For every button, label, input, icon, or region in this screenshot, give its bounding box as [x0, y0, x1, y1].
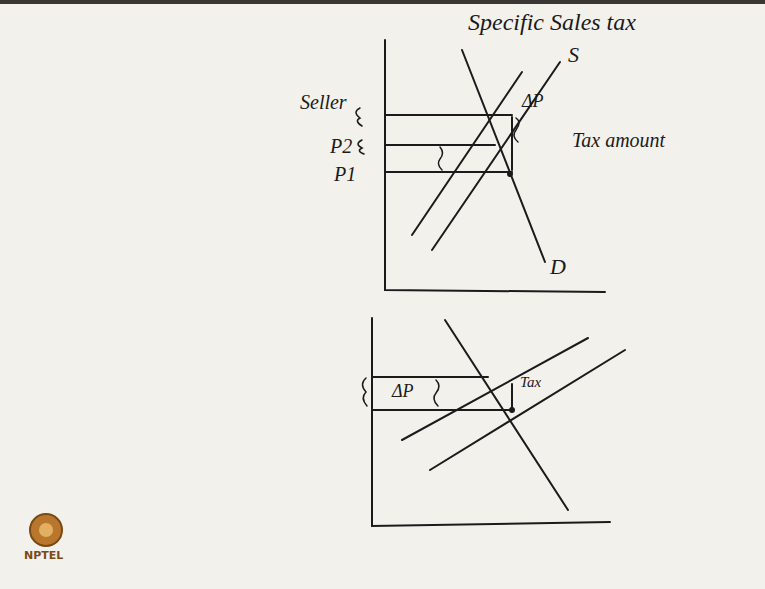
axis-label: Tax amount	[572, 130, 665, 150]
brace	[514, 118, 519, 142]
title: Specific Sales tax	[468, 10, 636, 34]
watermark: NPTEL	[24, 550, 63, 561]
tax-gap	[511, 117, 513, 170]
price-line	[372, 409, 510, 411]
equilibrium-dot	[510, 408, 514, 412]
brace	[356, 108, 362, 126]
axis-label: P1	[334, 164, 356, 184]
paper-sheet	[0, 4, 765, 589]
brace	[363, 378, 368, 406]
axis-label: Tax	[520, 375, 541, 390]
axis-label: ΔP	[392, 382, 414, 400]
demand-curve	[445, 320, 568, 510]
axis-label: ΔP	[522, 92, 544, 110]
brace	[358, 140, 364, 154]
shifted-supply-curve	[412, 72, 522, 235]
axis-label: S	[568, 44, 579, 66]
tax-gap	[511, 384, 513, 408]
axis-label: P2	[330, 136, 352, 156]
logo	[30, 514, 62, 546]
price-line	[385, 114, 512, 116]
axis-label: Seller	[300, 92, 347, 112]
axis-label: D	[550, 256, 566, 278]
axes	[372, 318, 610, 526]
price-line	[385, 171, 512, 173]
demand-curve	[462, 50, 545, 262]
equilibrium-dot	[508, 172, 512, 176]
price-line	[385, 144, 495, 146]
brace	[434, 380, 439, 406]
supply-curve	[432, 62, 560, 250]
brace	[438, 147, 442, 170]
axes	[385, 40, 605, 292]
price-line	[372, 376, 488, 378]
